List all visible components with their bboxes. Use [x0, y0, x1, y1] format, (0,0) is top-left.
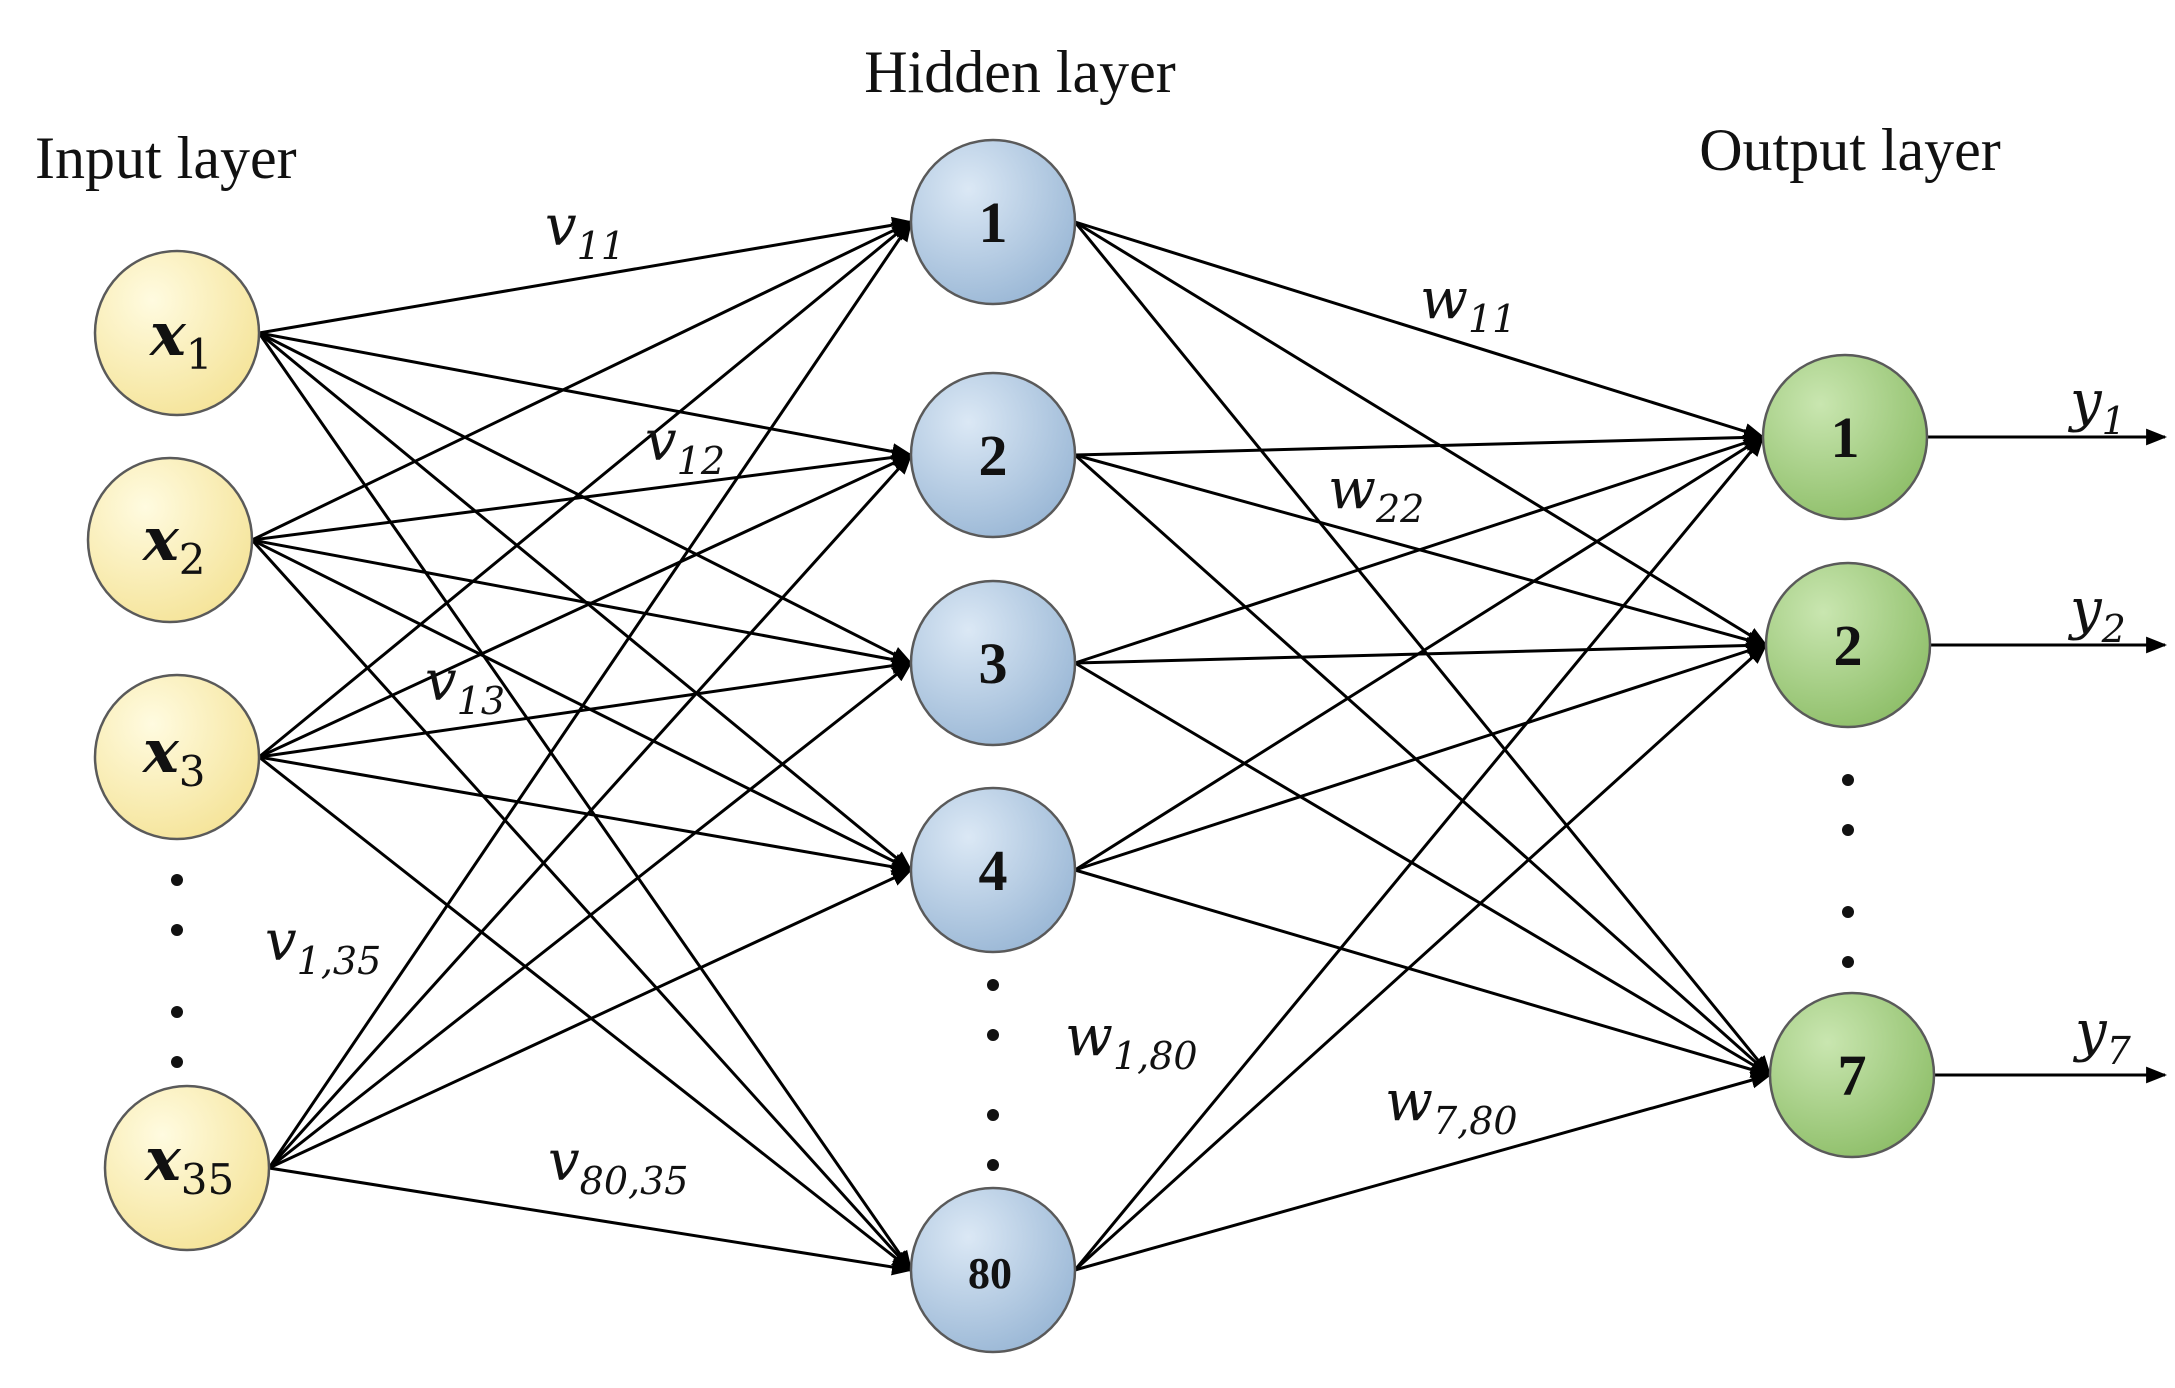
input-hidden-edge [251, 449, 914, 542]
ellipsis-dot [987, 1029, 999, 1041]
output-node-2: 2 [1764, 561, 1932, 729]
input-node-label: x3 [141, 717, 206, 796]
ellipsis-dot [171, 924, 183, 936]
hidden-output-edge [1074, 435, 1765, 872]
hidden-output-edge [1074, 868, 1773, 1078]
input-hidden-edge [250, 538, 913, 1272]
input-hidden-edge [258, 755, 914, 876]
output-node-7: 7 [1768, 991, 1936, 1159]
output-node-1: 1 [1761, 353, 1929, 521]
ellipsis-dot [987, 1159, 999, 1171]
hidden-node-circle [909, 786, 1077, 954]
output-node-circle [1768, 991, 1936, 1159]
ellipsis-dot [171, 1006, 183, 1018]
output-ellipsis [1842, 774, 1854, 968]
weight-label-v11: v11 [545, 194, 625, 268]
input-node-circle [93, 249, 261, 417]
hidden-node-label: 2 [979, 423, 1008, 488]
hidden-output-edge [1074, 220, 1766, 440]
hidden-output-connections [1073, 220, 1773, 1272]
hidden-node-circle [909, 371, 1077, 539]
output-layer-title: Output layer [1699, 117, 2001, 183]
output-node-label: 2 [1834, 613, 1863, 678]
input-node-label: x1 [148, 300, 213, 379]
input-hidden-edge [251, 538, 914, 668]
input-node-3: x3 [93, 673, 261, 841]
weight-label-v13: v13 [425, 649, 505, 723]
input-node-circle [86, 456, 254, 624]
hidden-node-label: 3 [979, 631, 1008, 696]
hidden-node-label: 80 [968, 1249, 1012, 1298]
hidden-node-circle [909, 138, 1077, 306]
ellipsis-dot [1842, 824, 1854, 836]
hidden-output-edge [1073, 643, 1768, 1272]
input-hidden-edge [258, 331, 914, 460]
input-hidden-edge [258, 453, 913, 759]
weight-label-w22: w22 [1328, 457, 1424, 531]
input-hidden-edge [251, 220, 913, 542]
input-node-2: x2 [86, 456, 254, 624]
weight-label-v80-35: v80,35 [548, 1129, 688, 1203]
hidden-node-2: 2 [909, 371, 1077, 539]
ellipsis-dot [1842, 774, 1854, 786]
input-hidden-edge [258, 216, 914, 335]
input-hidden-edge [268, 868, 913, 1170]
hidden-node-80: 80 [909, 1186, 1077, 1354]
input-hidden-edge [267, 220, 913, 1169]
hidden-node-4: 4 [909, 786, 1077, 954]
hidden-ellipsis [987, 979, 999, 1171]
input-hidden-edge [267, 453, 913, 1170]
input-node-1: x1 [93, 249, 261, 417]
hidden-node-3: 3 [909, 579, 1077, 747]
hidden-node-circle [909, 1186, 1077, 1354]
output-node-circle [1761, 353, 1929, 521]
input-node-circle [93, 673, 261, 841]
hidden-output-edge [1073, 435, 1765, 1271]
input-hidden-connections [250, 216, 914, 1276]
output-arrows [1927, 428, 2168, 1084]
hidden-output-edge [1074, 453, 1772, 1077]
ellipsis-dot [1842, 906, 1854, 918]
ellipsis-dot [987, 979, 999, 991]
input-hidden-edge [268, 661, 913, 1170]
weight-label-w7-80: w7,80 [1385, 1069, 1518, 1143]
output-node-label: 1 [1831, 405, 1860, 470]
hidden-node-label: 1 [979, 190, 1008, 255]
hidden-output-edge [1073, 221, 1772, 1077]
input-ellipsis [171, 874, 183, 1068]
output-label-y2: y2 [2067, 577, 2126, 651]
output-label-y7: y7 [2072, 999, 2132, 1073]
input-hidden-edge [258, 220, 913, 759]
hidden-node-circle [909, 579, 1077, 747]
input-layer-title: Input layer [35, 125, 297, 191]
hidden-layer-title: Hidden layer [864, 39, 1176, 105]
hidden-node-1: 1 [909, 138, 1077, 306]
hidden-output-edge [1074, 1072, 1773, 1272]
hidden-output-edge [1074, 434, 1765, 665]
input-hidden-edge [258, 657, 914, 759]
output-label-y1: y1 [2067, 369, 2126, 443]
ellipsis-dot [171, 874, 183, 886]
output-node-circle [1764, 561, 1932, 729]
input-node-label: x35 [143, 1125, 234, 1204]
ellipsis-dot [987, 1109, 999, 1121]
weight-label-v12: v12 [645, 409, 725, 483]
weight-label-w1-80: w1,80 [1065, 1004, 1198, 1078]
weight-label-w11: w11 [1420, 267, 1516, 341]
hidden-output-edge [1074, 429, 1766, 457]
ellipsis-dot [171, 1056, 183, 1068]
weight-label-v1-35: v1,35 [265, 909, 381, 983]
hidden-output-edge [1074, 642, 1768, 872]
output-node-label: 7 [1838, 1043, 1867, 1108]
hidden-output-edge [1074, 661, 1772, 1077]
ellipsis-dot [1842, 956, 1854, 968]
input-node-circle [103, 1084, 271, 1252]
input-hidden-edge [258, 755, 913, 1272]
input-hidden-edge [268, 1166, 914, 1276]
input-hidden-edge [257, 332, 913, 1272]
input-node-label: x2 [141, 505, 206, 584]
input-node-35: x35 [103, 1084, 271, 1252]
hidden-node-label: 4 [979, 838, 1008, 903]
